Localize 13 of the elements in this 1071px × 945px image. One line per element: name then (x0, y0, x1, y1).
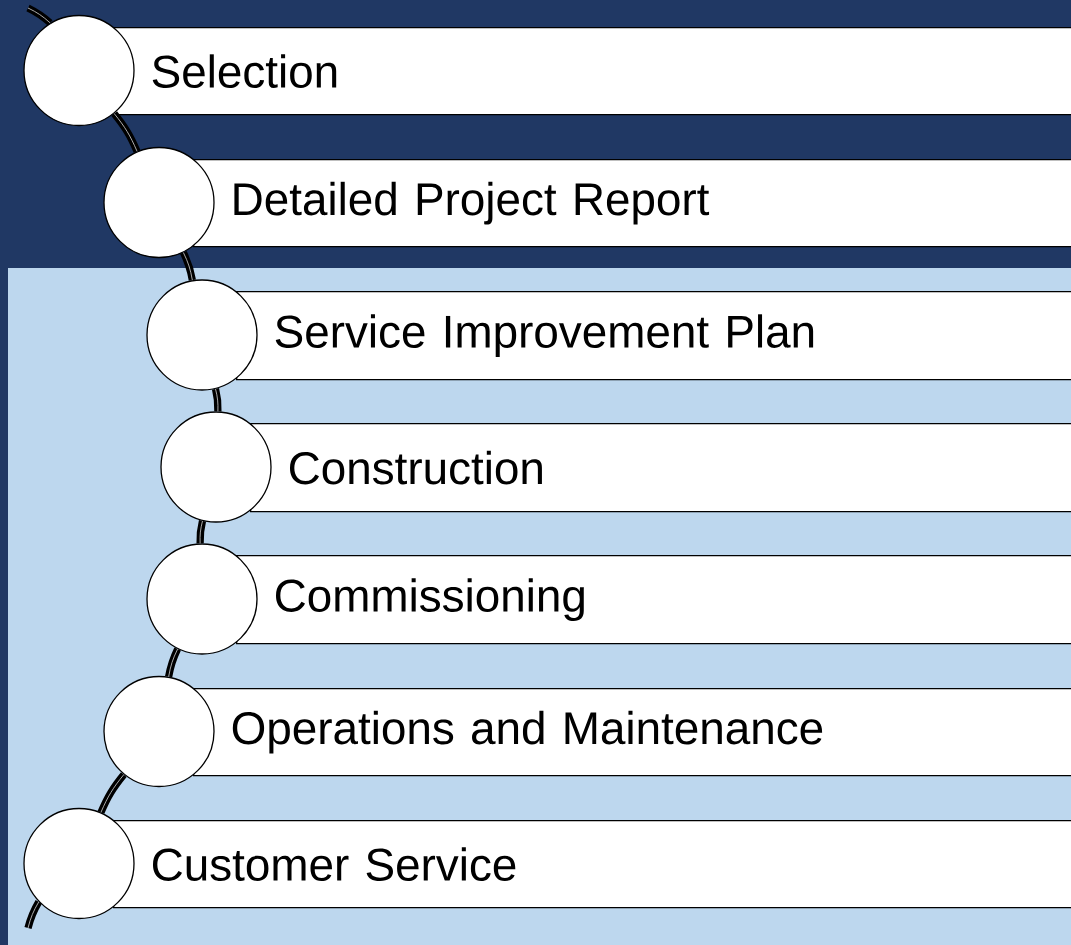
timeline-curve (111, 111, 141, 153)
step-circle (23, 14, 135, 127)
timeline-curve (26, 4, 53, 26)
step-circle (146, 279, 258, 391)
timeline-curve (180, 250, 196, 281)
step-circle (146, 543, 258, 655)
timeline-curve (165, 647, 181, 678)
step-circle (103, 146, 215, 259)
timeline-curve (97, 772, 127, 814)
step-circle (23, 807, 135, 920)
step-circle (103, 675, 215, 788)
step-circle (160, 411, 272, 523)
timeline-curve (24, 900, 42, 929)
